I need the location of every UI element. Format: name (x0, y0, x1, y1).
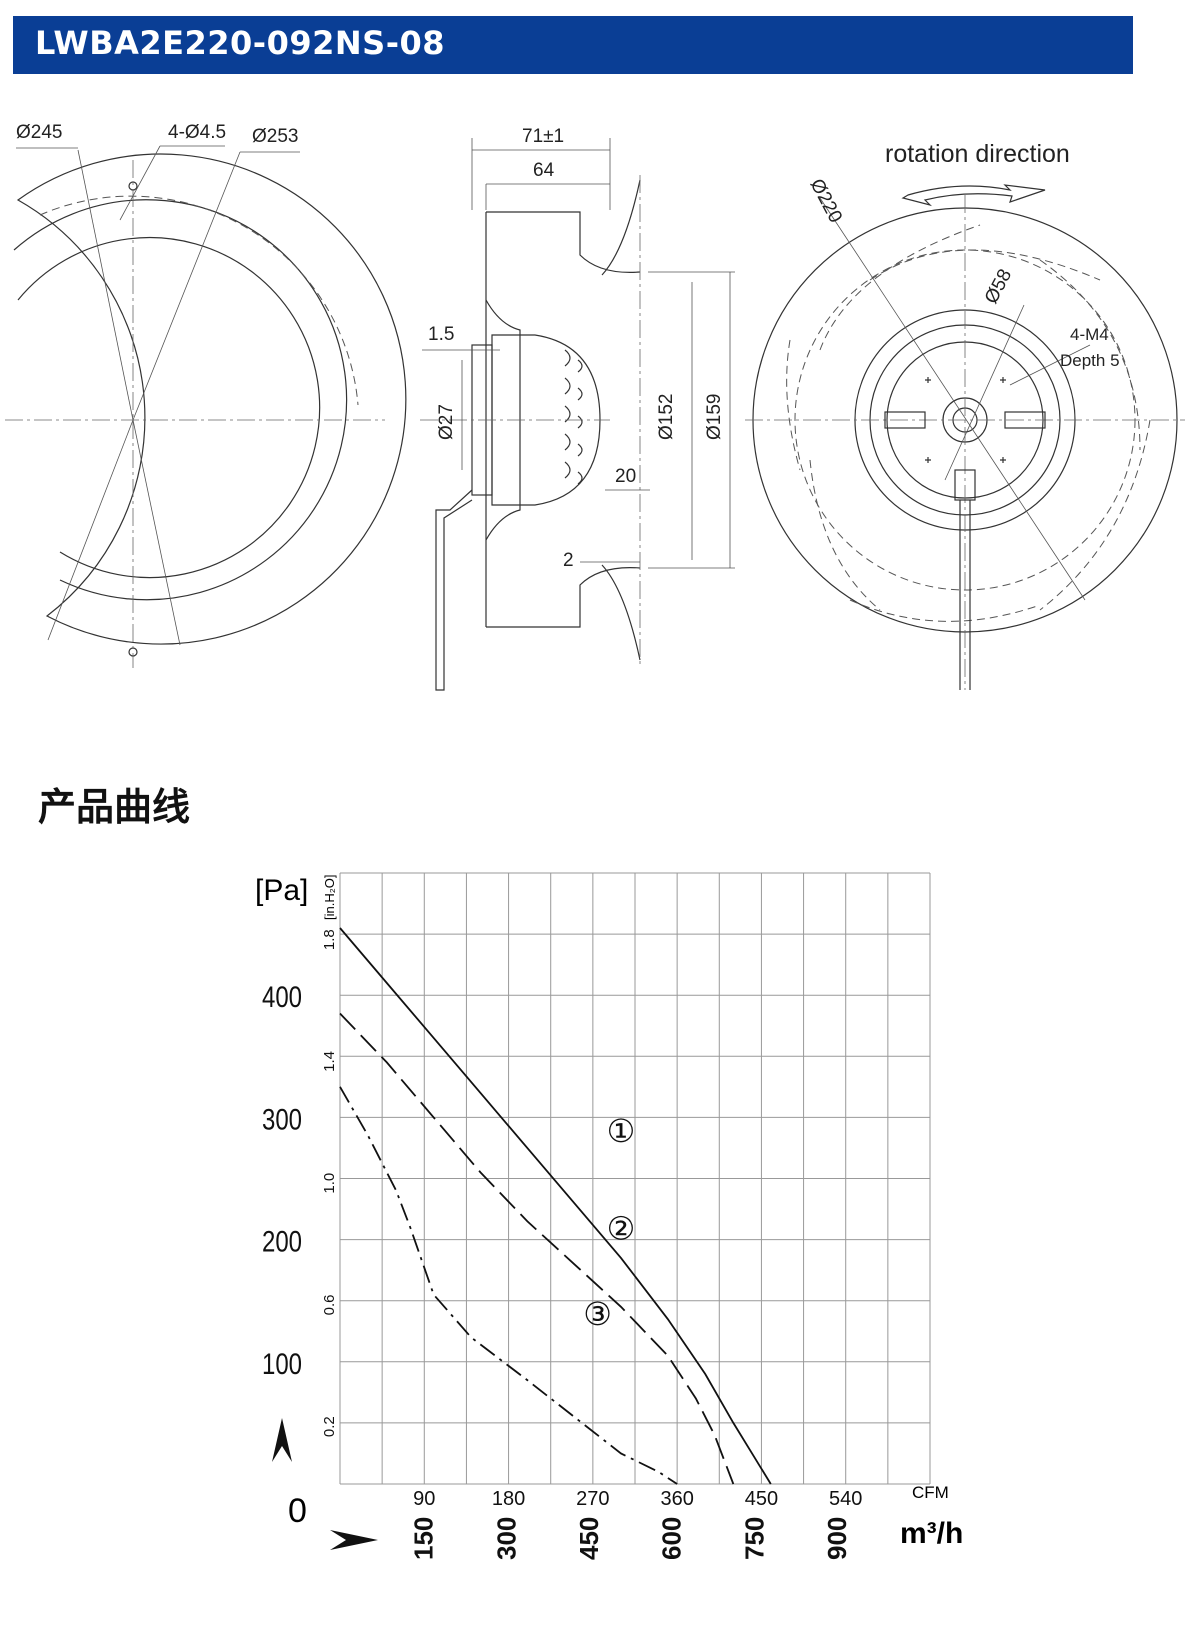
y-tick-label-inh2o: 1.8 (321, 929, 338, 950)
rear-depth-label: Depth 5 (1060, 351, 1120, 370)
x-tick-label-cfm: 360 (660, 1488, 693, 1510)
x-tick-label-cfm: 450 (745, 1488, 778, 1510)
model-title: LWBA2E220-092NS-08 (35, 24, 445, 62)
y-axis-arrow (272, 1418, 292, 1462)
x2-unit-label: m³/h (900, 1517, 963, 1550)
chart-grid (339, 872, 931, 1485)
technical-drawings: Ø245 4-Ø4.5 Ø253 71±1 64 Ø152 Ø159 20 (5, 122, 1185, 691)
x-tick-label-m3h: 150 (409, 1517, 439, 1560)
title-bar: LWBA2E220-092NS-08 (13, 16, 1133, 74)
series-label-2: ② (607, 1210, 636, 1248)
chart-labels: [Pa] [in.H₂O] CFM m³/h 0 100 200 300 400 0.2… (255, 874, 963, 1560)
side-g20-label: 20 (615, 466, 636, 487)
y-unit-label: [Pa] (255, 874, 308, 907)
y-tick-label-pa: 300 (262, 1102, 302, 1136)
x-tick-label-cfm: 540 (829, 1488, 862, 1510)
rear-m4-label: 4-M4 (1070, 325, 1109, 344)
x-tick-label-m3h: 450 (574, 1517, 604, 1560)
x-unit-label: CFM (912, 1483, 949, 1502)
side-view-drawing: 71±1 64 Ø152 Ø159 20 2 1.5 Ø27 (420, 126, 735, 691)
y-tick-label-inh2o: 0.2 (321, 1416, 338, 1437)
front-d253-label: Ø253 (252, 126, 298, 147)
side-w64-label: 64 (533, 160, 555, 181)
series-label-3: ③ (583, 1295, 612, 1333)
x-tick-label-m3h: 600 (657, 1517, 687, 1560)
series-line-1 (339, 927, 772, 1485)
y-tick-label-inh2o: 0.6 (321, 1295, 338, 1316)
y-tick-label-pa: 400 (262, 980, 302, 1014)
y-tick-label-pa: 100 (262, 1346, 302, 1380)
side-t15-label: 1.5 (428, 324, 454, 345)
rotation-direction-label: rotation direction (885, 140, 1070, 168)
rear-view-drawing: rotation direction Ø220 Ø58 4-M4 Depth 5 (745, 140, 1185, 690)
x-tick-label-cfm: 270 (576, 1488, 609, 1510)
y-tick-label-pa: 200 (262, 1224, 302, 1258)
series-line-2 (339, 1012, 735, 1485)
side-d27-label: Ø27 (436, 404, 457, 440)
series-line-3 (339, 1086, 678, 1485)
x-tick-label-m3h: 750 (739, 1517, 769, 1560)
origin-label: 0 (288, 1492, 307, 1530)
side-g2-label: 2 (563, 550, 574, 571)
side-d152-label: Ø152 (656, 394, 677, 440)
side-d159-label: Ø159 (704, 394, 725, 440)
x-tick-label-m3h: 300 (491, 1517, 521, 1560)
y-tick-label-inh2o: 1.4 (321, 1051, 338, 1072)
y-tick-label-inh2o: 1.0 (321, 1173, 338, 1194)
front-d245-label: Ø245 (16, 122, 62, 143)
chart-series (339, 927, 772, 1485)
front-view-drawing: Ø245 4-Ø4.5 Ø253 (5, 122, 407, 668)
side-w71-label: 71±1 (522, 126, 564, 147)
series-label-1: ① (607, 1112, 636, 1150)
x-tick-label-cfm: 90 (413, 1488, 435, 1510)
x-axis-arrow (330, 1530, 378, 1550)
x-tick-label-m3h: 900 (822, 1517, 852, 1560)
y2-unit-label: [in.H₂O] (322, 875, 337, 921)
x-tick-label-cfm: 180 (492, 1488, 525, 1510)
front-holes-label: 4-Ø4.5 (168, 122, 226, 143)
section-title: 产品曲线 (38, 785, 191, 829)
